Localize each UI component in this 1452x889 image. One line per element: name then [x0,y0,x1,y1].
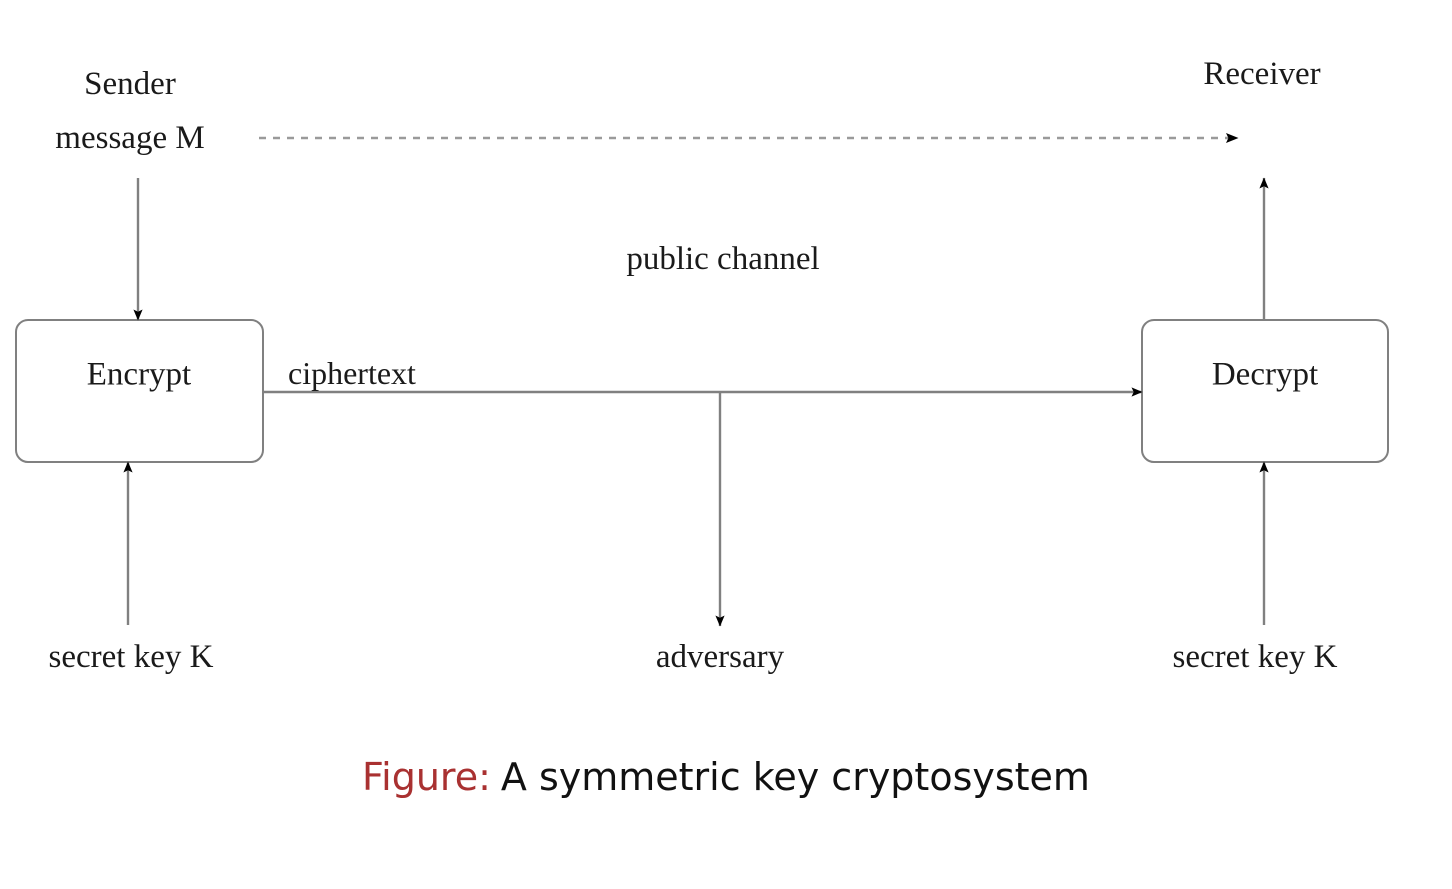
label-message: message M [55,120,205,156]
label-public-channel: public channel [626,241,820,277]
decrypt-box-label: Decrypt [1211,356,1319,393]
caption-prefix: Figure: [362,755,491,799]
label-receiver: Receiver [1203,56,1321,92]
label-secret-key-left: secret key K [48,639,214,675]
label-secret-key-right: secret key K [1172,639,1338,675]
figure-caption: Figure:A symmetric key cryptosystem [0,755,1452,799]
caption-text: A symmetric key cryptosystem [500,755,1090,799]
label-sender: Sender [84,66,176,102]
label-adversary: adversary [655,639,785,675]
label-ciphertext: ciphertext [288,355,416,391]
encrypt-box-label: Encrypt [86,356,192,393]
